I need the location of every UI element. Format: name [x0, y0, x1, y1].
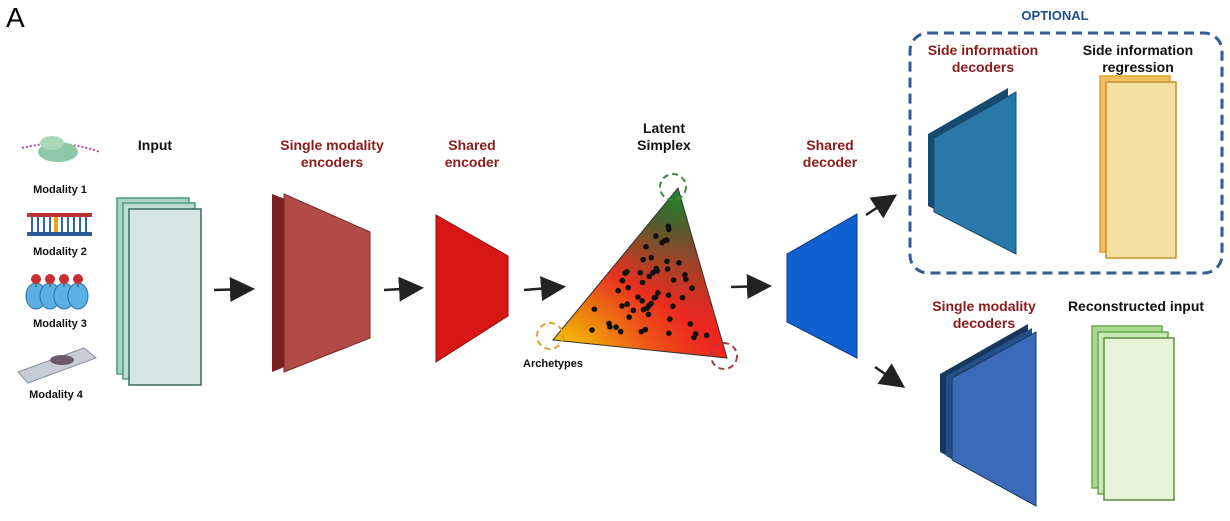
latent-point [639, 298, 645, 304]
latent-point [648, 254, 655, 261]
archetypes-label: Archetypes [523, 358, 583, 370]
input-label: Input [137, 137, 173, 153]
latent-point [652, 294, 659, 301]
latent-point [645, 311, 652, 318]
side-information-regression-label: Side information regression [1082, 42, 1194, 75]
latent-point [664, 237, 670, 243]
latent-point [683, 276, 689, 283]
latent-point [703, 332, 710, 339]
latent-point [635, 294, 641, 300]
latent-point [682, 272, 688, 278]
latent-point [613, 324, 619, 330]
latent-point [591, 306, 598, 313]
flow-arrows [213, 194, 906, 388]
reconstructed-input-label: Reconstructed input [1067, 298, 1205, 314]
latent-point [650, 269, 656, 276]
single-modality-encoders-shape [272, 193, 371, 373]
latent-point [670, 303, 676, 310]
latent-point [639, 279, 646, 286]
modality-4-label: Modality 4 [29, 389, 83, 401]
latent-point [626, 314, 632, 320]
latent-point [679, 294, 686, 301]
latent-point [664, 258, 670, 265]
latent-point [687, 321, 694, 327]
modality-1-label: Modality 1 [33, 184, 87, 196]
panel-label: A [6, 2, 25, 33]
latent-point [637, 269, 644, 276]
shared-encoder-label: Shared encoder [444, 137, 500, 170]
latent-point [689, 285, 695, 291]
latent-point [659, 239, 665, 246]
latent-simplex-label: Latent Simplex [637, 120, 691, 153]
latent-point [619, 303, 625, 309]
latent-point [646, 273, 652, 280]
archetype-marker-green [659, 173, 687, 201]
latent-point [664, 266, 671, 272]
shared-encoder-shape [435, 214, 509, 363]
reconstructed-input-stack [1091, 325, 1175, 501]
protein-icon [21, 136, 101, 162]
latent-simplex [536, 173, 738, 370]
side-information-decoders-shape [928, 88, 1017, 255]
latent-point [665, 292, 672, 299]
shared-decoder-label: Shared decoder [802, 137, 858, 170]
single-modality-encoders-label: Single modality encoders [280, 137, 384, 170]
latent-point [624, 269, 630, 275]
single-modality-decoders-label: Single modality decoders [932, 298, 1036, 331]
latent-point [670, 277, 677, 283]
latent-point [666, 330, 672, 337]
latent-point [615, 287, 621, 294]
latent-point [624, 301, 630, 307]
latent-point [692, 331, 699, 337]
dna-icon [27, 213, 92, 236]
modality-2-label: Modality 2 [33, 246, 87, 258]
latent-point [630, 307, 637, 314]
latent-point [646, 302, 652, 309]
latent-point [655, 290, 661, 296]
latent-point [589, 327, 595, 333]
latent-point [643, 243, 649, 250]
latent-point [619, 277, 626, 284]
latent-point [667, 316, 673, 322]
optional-label: OPTIONAL [1021, 8, 1089, 23]
latent-point [606, 320, 612, 327]
side-information-regression-shape [1099, 75, 1177, 259]
modality-3-label: Modality 3 [33, 318, 87, 330]
latent-point [625, 284, 632, 291]
archetype-marker-red [710, 342, 738, 370]
chromatin-icon [25, 274, 89, 310]
slide-icon [17, 347, 97, 384]
input-stack [116, 197, 202, 386]
side-information-decoders-label: Side information decoders [927, 42, 1039, 75]
archetype-marker-yellow [536, 322, 564, 350]
single-modality-decoders-shape [940, 324, 1037, 507]
optional-box [908, 31, 1224, 275]
latent-point [617, 328, 624, 335]
latent-point [654, 268, 660, 274]
latent-point [640, 256, 646, 263]
latent-point [653, 233, 659, 239]
latent-point [676, 260, 682, 266]
latent-point [638, 328, 645, 335]
shared-decoder-shape [786, 213, 858, 359]
latent-point [666, 226, 672, 233]
